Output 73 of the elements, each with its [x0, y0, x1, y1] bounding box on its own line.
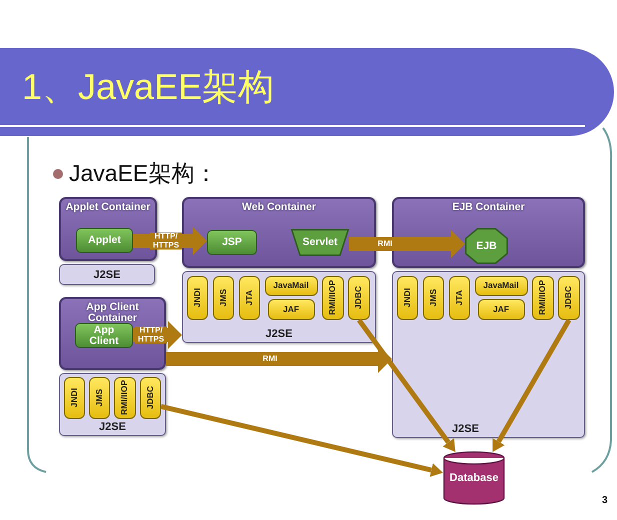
api-label: JNDI: [70, 388, 78, 408]
api-label: RMI/IIOP: [120, 380, 129, 415]
api-label: JavaMail: [483, 281, 519, 290]
api-label: JTA: [454, 290, 464, 306]
api-label: RMI/IIOP: [538, 280, 547, 315]
block-arrow: [349, 230, 465, 258]
api-label: JAF: [492, 304, 510, 314]
bullet-text: JavaEE架构：: [69, 159, 218, 187]
edge-label: RMI: [262, 354, 278, 364]
api-label: JDBC: [564, 286, 573, 310]
arrow: [356, 318, 456, 452]
platform-panel: [59, 264, 155, 285]
api-block: [238, 276, 260, 320]
api-label: JTA: [244, 290, 254, 306]
api-block: [448, 276, 470, 320]
container-title: Web Container: [241, 202, 317, 213]
api-block: [474, 276, 528, 296]
edge-label: RMI: [376, 240, 394, 248]
api-label: JAF: [282, 304, 300, 314]
api-block: [532, 276, 554, 320]
api-block: [396, 276, 418, 320]
container-title: App Client Container: [85, 302, 140, 324]
api-block: [64, 376, 84, 418]
container-panel: [182, 197, 376, 268]
component-label: Applet: [88, 235, 121, 246]
api-label: JNDI: [402, 288, 412, 308]
platform-label: J2SE: [452, 423, 479, 435]
component-label: Servlet: [302, 237, 338, 248]
edge-label: HTTP/ HTTPS: [135, 326, 167, 344]
api-block: [186, 276, 208, 320]
platform-label: J2SE: [266, 328, 292, 340]
platform-label: J2SE: [94, 268, 120, 280]
api-label: JavaMail: [273, 281, 309, 290]
api-block: [88, 376, 110, 418]
component-label: EJB: [476, 240, 497, 252]
edge-label: HTTP/ HTTPS: [150, 232, 182, 250]
api-block: [558, 276, 580, 320]
platform-panel: [392, 271, 585, 438]
api-block: [264, 276, 318, 296]
platform-label: J2SE: [99, 421, 126, 433]
component-trapezoid: [291, 229, 349, 256]
database-label: Database: [450, 472, 498, 484]
slide-title: 1、JavaEE架构: [22, 67, 274, 107]
platform-panel: [182, 271, 376, 343]
api-block: [268, 298, 314, 320]
api-label: RMI/IIOP: [328, 280, 337, 315]
component-label: JSP: [222, 237, 242, 248]
component-box: [76, 228, 133, 253]
api-block: [212, 276, 234, 320]
container-title: Applet Container: [64, 202, 152, 213]
platform-panel: [59, 373, 166, 436]
api-block: [114, 376, 136, 418]
container-panel: [392, 197, 585, 268]
database-cylinder: [443, 452, 505, 504]
component-label: App Client: [88, 325, 120, 346]
api-label: JDBC: [354, 286, 363, 310]
page-number: 3: [602, 495, 608, 506]
api-label: JNDI: [192, 288, 202, 308]
api-label: JMS: [94, 388, 104, 406]
api-block: [322, 276, 344, 320]
arrow: [160, 404, 443, 477]
api-label: JDBC: [146, 386, 154, 410]
container-panel: [59, 297, 166, 370]
api-block: [348, 276, 370, 320]
api-block: [422, 276, 444, 320]
api-label: JMS: [218, 288, 228, 306]
container-title: EJB Container: [451, 202, 526, 213]
api-block: [140, 376, 160, 418]
component-box: [75, 323, 133, 348]
component-box: [207, 230, 257, 255]
api-block: [478, 298, 524, 320]
api-label: JMS: [428, 288, 438, 306]
component-octagon: [465, 228, 508, 264]
